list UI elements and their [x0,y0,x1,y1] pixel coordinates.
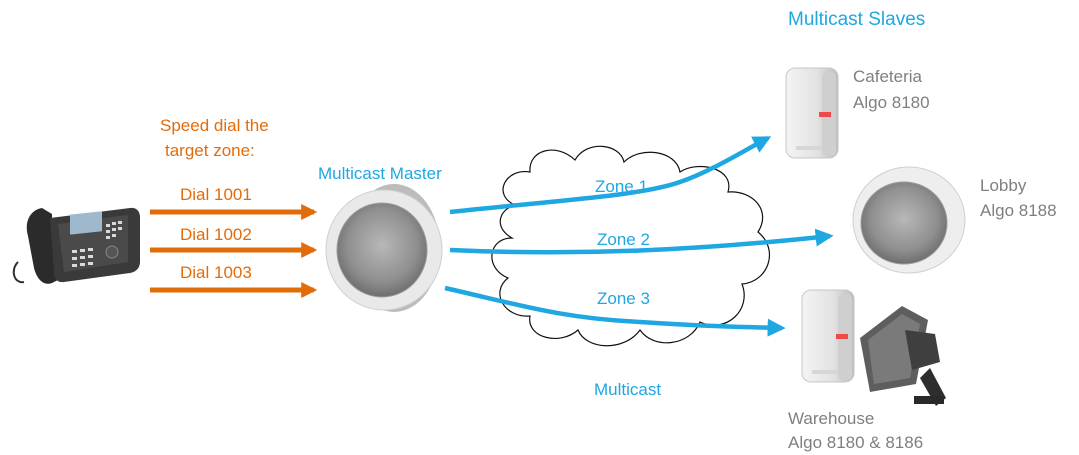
zone-2-label: Zone 2 [597,230,650,249]
slave-model-warehouse: Algo 8180 & 8186 [788,433,924,452]
slave-location-warehouse: Warehouse [788,409,875,428]
zone-2-line [449,228,834,255]
zone-1-label: Zone 1 [595,177,648,196]
zone-3-label: Zone 3 [597,289,650,308]
slave-model-cafeteria: Algo 8180 [853,93,930,112]
zone-1-line [449,136,772,215]
slave-location-lobby: Lobby [980,176,1027,195]
dial-label-1: Dial 1001 [180,185,252,204]
instruction-line-2: target zone: [165,141,255,160]
slave-location-cafeteria: Cafeteria [853,67,922,86]
slaves-title: Multicast Slaves [788,9,926,30]
zone-3-line [444,285,786,337]
network-label: Multicast [594,380,661,399]
wall-speaker-icon-warehouse [801,289,855,383]
horn-speaker-icon [860,306,946,406]
dial-label-2: Dial 1002 [180,225,252,244]
dial-label-3: Dial 1003 [180,263,252,282]
ceiling-speaker-icon [325,184,443,312]
ip-phone-icon [12,207,140,284]
instruction-line-1: Speed dial the [160,116,269,135]
slave-model-lobby: Algo 8188 [980,201,1057,220]
master-label: Multicast Master [318,164,442,183]
wall-speaker-icon-cafeteria [785,67,839,159]
ceiling-speaker-icon-lobby [852,166,966,274]
